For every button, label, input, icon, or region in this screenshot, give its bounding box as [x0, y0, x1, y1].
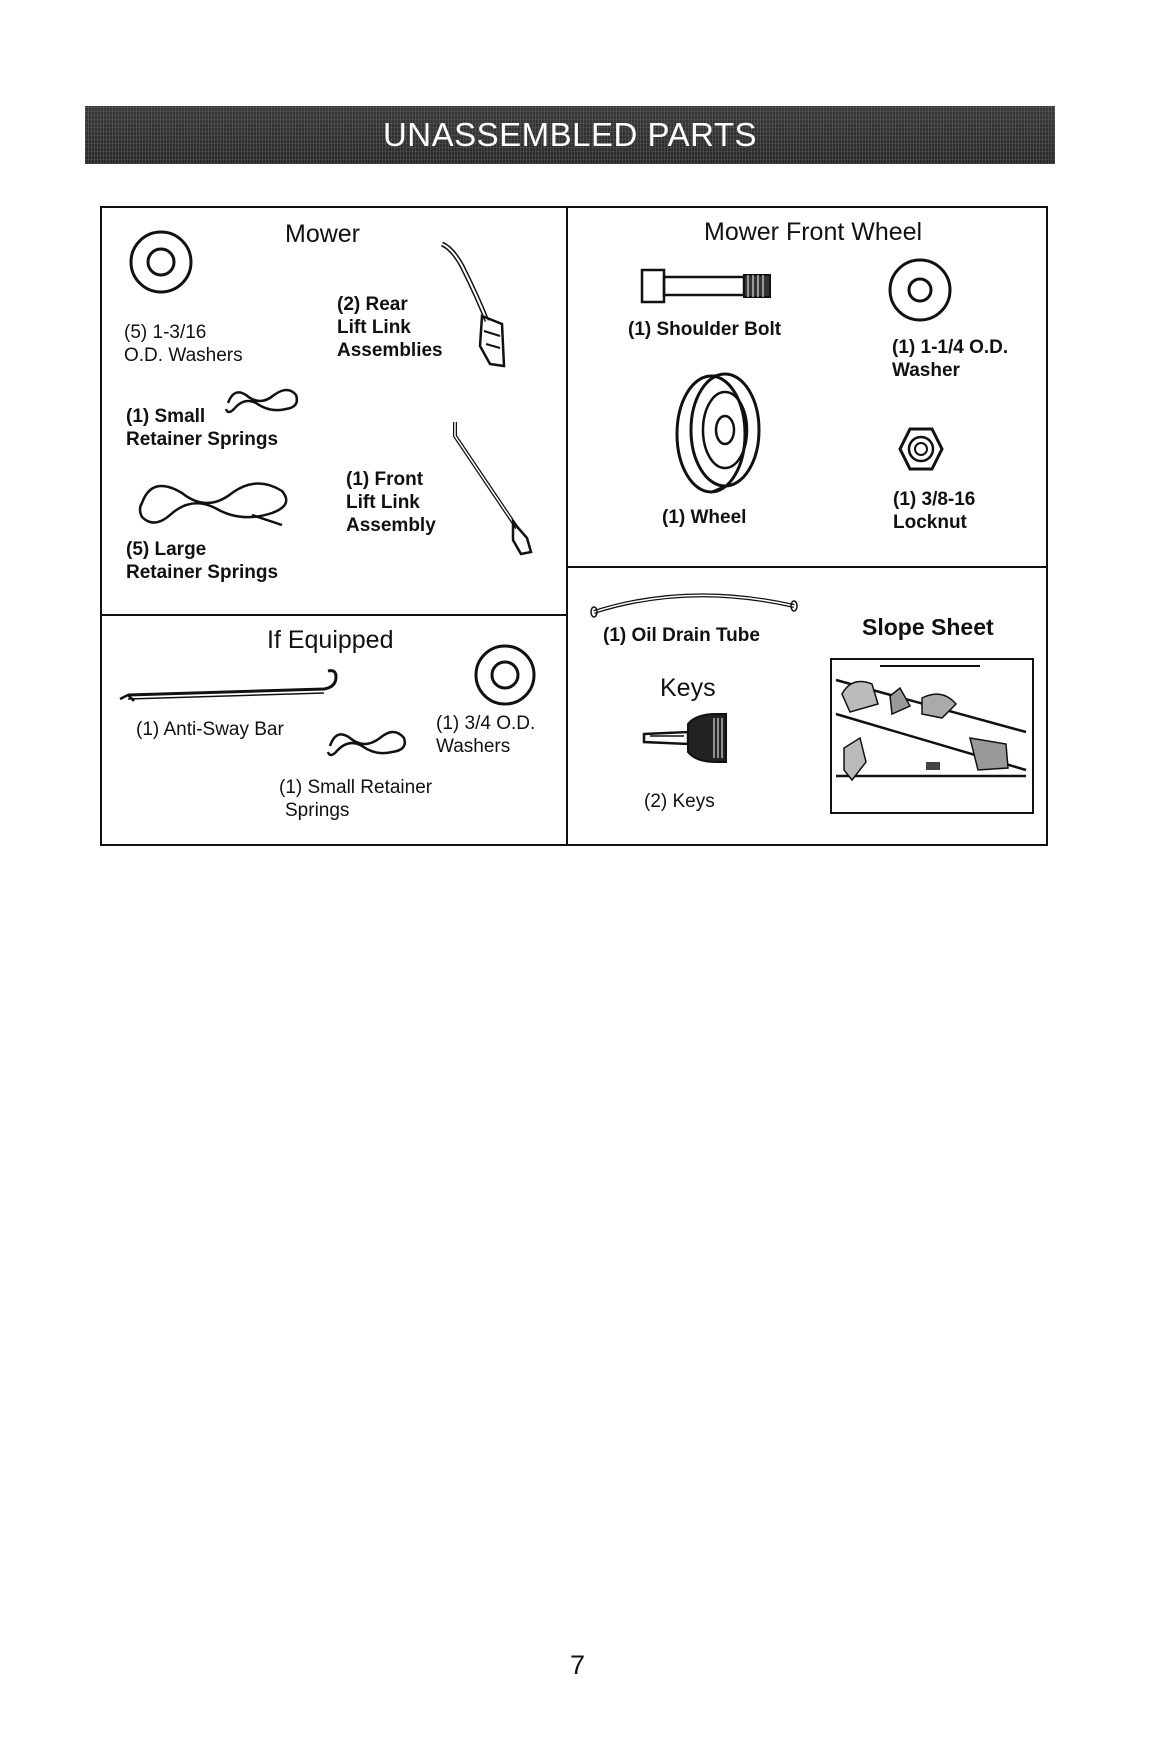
wheel-icon	[675, 372, 761, 494]
if-equipped-small-spring-label: (1) Small Retainer Springs	[279, 777, 433, 821]
washer-icon	[474, 644, 536, 706]
oil-drain-tube-icon	[590, 593, 798, 618]
anti-sway-bar-icon	[119, 669, 338, 702]
grid-divider-vertical	[566, 208, 568, 844]
large-springs-label: (5) Large Retainer Springs	[126, 539, 279, 583]
anti-sway-bar-label: (1) Anti-Sway Bar	[136, 719, 284, 740]
grid-divider-right	[567, 566, 1048, 568]
mower-washers-label: (5) 1-3/16 O.D. Washers	[124, 322, 243, 366]
page-number: 7	[570, 1650, 586, 1680]
rear-lift-link-icon	[440, 241, 506, 368]
if-equipped-panel: If Equipped (1) Anti-Sway Bar (1) 3/4 O.…	[102, 616, 566, 844]
shoulder-bolt-icon	[640, 268, 771, 304]
front-lift-link-label: (1) Front Lift Link Assembly	[346, 469, 436, 536]
keys-label: (2) Keys	[644, 791, 715, 812]
locknut-icon	[898, 427, 944, 471]
mower-title: Mower	[285, 220, 361, 248]
key-icon	[642, 713, 727, 763]
oil-drain-tube-label: (1) Oil Drain Tube	[603, 625, 760, 646]
front-wheel-title: Mower Front Wheel	[704, 218, 923, 246]
wheel-label: (1) Wheel	[662, 507, 747, 528]
locknut-label: (1) 3/8-16 Locknut	[893, 489, 976, 533]
small-spring-icon	[326, 730, 406, 757]
parts-grid: Mower (5) 1-3/16 O.D. Washers (2) Rear L…	[100, 206, 1048, 846]
slope-sheet-title: Slope Sheet	[862, 614, 994, 640]
washer-icon	[888, 258, 952, 322]
front-lift-link-icon	[453, 422, 533, 556]
banner-title: UNASSEMBLED PARTS	[382, 116, 758, 153]
misc-panel: (1) Oil Drain Tube Keys (2) Keys Slope S…	[568, 568, 1048, 844]
small-springs-label: (1) Small Retainer Springs	[126, 406, 279, 450]
keys-title: Keys	[660, 674, 716, 702]
slope-sheet-image	[830, 658, 1034, 814]
mower-panel: Mower (5) 1-3/16 O.D. Washers (2) Rear L…	[102, 208, 566, 614]
shoulder-bolt-label: (1) Shoulder Bolt	[628, 319, 782, 340]
section-banner: UNASSEMBLED PARTS	[85, 106, 1055, 164]
large-spring-icon	[138, 482, 288, 527]
if-equipped-washers-label: (1) 3/4 O.D. Washers	[436, 713, 536, 757]
if-equipped-title: If Equipped	[267, 626, 394, 654]
front-wheel-panel: Mower Front Wheel (1) Shoulder Bolt (1) …	[568, 208, 1048, 566]
washer-icon	[129, 230, 193, 294]
small-spring-icon	[224, 388, 299, 414]
wheel-washer-label: (1) 1-1/4 O.D. Washer	[892, 337, 1009, 381]
grid-divider-left	[102, 614, 567, 616]
rear-lift-link-label: (2) Rear Lift Link Assemblies	[337, 294, 443, 361]
